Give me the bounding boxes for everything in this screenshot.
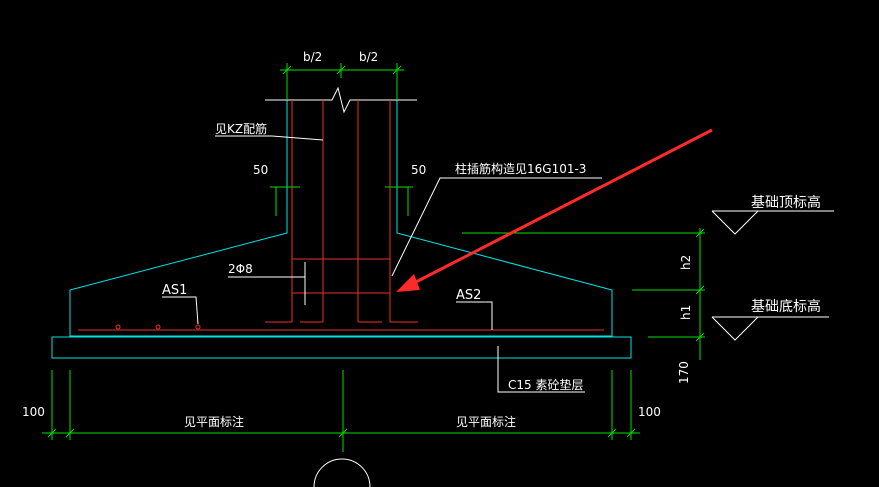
rebar-dot bbox=[155, 324, 161, 330]
tick bbox=[47, 428, 57, 438]
column-anchor-label: 柱插筋构造见16G101-3 bbox=[455, 161, 586, 176]
tick bbox=[392, 65, 402, 75]
column-anchor-leader bbox=[391, 177, 602, 277]
stirrup-label: 2Φ8 bbox=[228, 262, 253, 276]
cover-left-label: 50 bbox=[253, 163, 268, 177]
dimensions bbox=[42, 63, 705, 452]
leaders bbox=[162, 135, 834, 487]
kz-rebar-label: 见KZ配筋 bbox=[215, 121, 267, 136]
tick bbox=[695, 285, 705, 295]
reinforcement bbox=[78, 100, 604, 331]
column-break-line bbox=[265, 86, 417, 114]
arrow-head bbox=[396, 274, 420, 292]
bottom-elevation-label: 基础底标高 bbox=[751, 298, 821, 315]
labels: b/2 b/2 见KZ配筋 50 50 柱插筋构造见16G101-3 2Φ8 A… bbox=[22, 50, 821, 429]
plan-note-right-label: 见平面标注 bbox=[456, 414, 516, 429]
tick bbox=[282, 65, 292, 75]
h1-label: h1 bbox=[679, 305, 693, 320]
tick bbox=[338, 428, 348, 438]
annotation-arrow bbox=[396, 128, 713, 292]
cushion-label: C15 素砼垫层 bbox=[508, 377, 583, 392]
cushion-layer bbox=[51, 336, 632, 359]
as1-label: AS1 bbox=[162, 283, 187, 298]
section-symbol bbox=[313, 458, 371, 487]
pad-thickness-label: 170 bbox=[677, 361, 691, 384]
cover-right-label: 50 bbox=[411, 163, 426, 177]
tick bbox=[336, 65, 346, 75]
tick bbox=[695, 332, 705, 342]
top-elevation-label: 基础顶标高 bbox=[751, 194, 821, 211]
plan-note-left-label: 见平面标注 bbox=[184, 414, 244, 429]
h2-label: h2 bbox=[679, 255, 693, 270]
rebar-dot bbox=[115, 324, 121, 330]
tick bbox=[65, 428, 75, 438]
as2-leader bbox=[456, 301, 493, 330]
right-extension-label: 100 bbox=[638, 405, 661, 419]
left-extension-label: 100 bbox=[22, 405, 45, 419]
bottom-elevation-triangle bbox=[711, 316, 759, 341]
tick bbox=[626, 428, 636, 438]
cushion-leader bbox=[497, 346, 585, 393]
column-rebar-outer-left bbox=[265, 100, 293, 323]
foundation-outline bbox=[51, 86, 632, 359]
as2-label: AS2 bbox=[456, 288, 481, 303]
rebar-dot bbox=[195, 324, 201, 330]
kz-leader bbox=[215, 135, 324, 141]
foundation-body-outline bbox=[69, 100, 613, 337]
b-half-right-label: b/2 bbox=[359, 50, 378, 64]
column-rebar-outer-right bbox=[389, 100, 418, 323]
b-half-left-label: b/2 bbox=[303, 50, 322, 64]
tick bbox=[695, 228, 705, 238]
arrow-shaft bbox=[411, 128, 713, 286]
top-elevation-triangle bbox=[711, 210, 759, 235]
tick bbox=[607, 428, 617, 438]
as1-leader bbox=[162, 296, 199, 325]
